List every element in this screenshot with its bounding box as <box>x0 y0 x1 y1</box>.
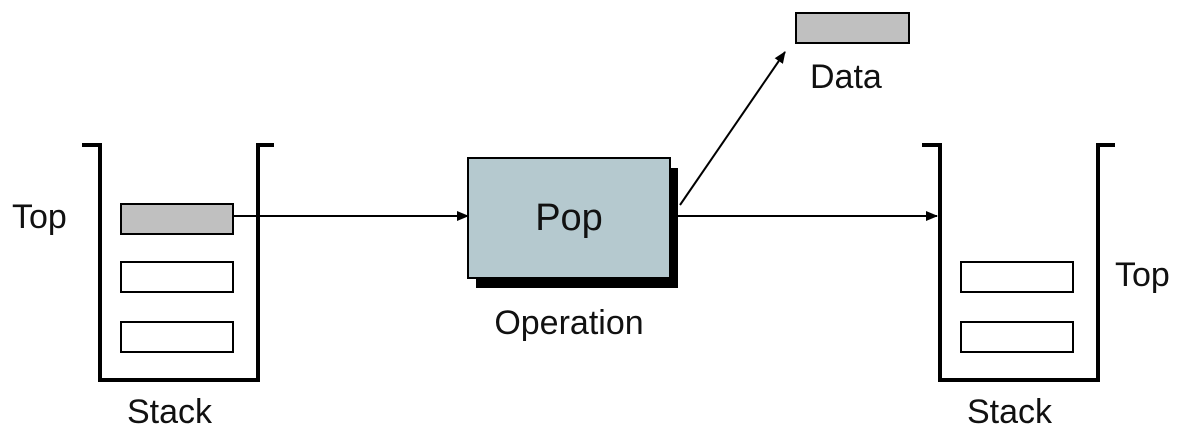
right-stack-label: Stack <box>967 393 1053 431</box>
operation-box: Pop Operation <box>467 157 678 342</box>
right-stack-top-label: Top <box>1115 256 1170 294</box>
left-stack: Top Stack <box>12 143 274 431</box>
left-stack-container <box>82 143 274 382</box>
left-stack-item <box>120 321 234 353</box>
left-stack-item-top <box>120 203 234 235</box>
right-stack-item-top <box>960 261 1074 293</box>
left-stack-label: Stack <box>127 393 213 431</box>
arrow-to-data <box>679 51 786 206</box>
right-stack: Top Stack <box>922 143 1170 431</box>
data-item <box>795 12 910 44</box>
right-stack-item <box>960 321 1074 353</box>
right-stack-container <box>922 143 1115 382</box>
operation-box-body <box>467 157 671 279</box>
output-data: Data <box>795 12 910 96</box>
left-stack-item <box>120 261 234 293</box>
left-stack-top-label: Top <box>12 198 67 236</box>
data-label: Data <box>810 58 882 96</box>
operation-caption: Operation <box>494 304 643 342</box>
operation-name: Pop <box>535 197 603 239</box>
